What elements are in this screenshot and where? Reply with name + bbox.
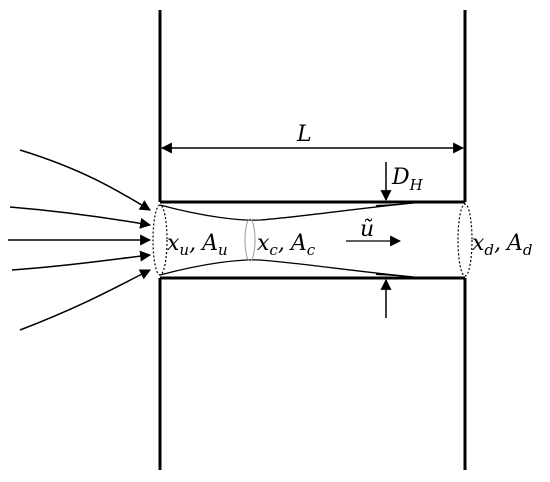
streamline-2 — [9, 206, 152, 229]
hydraulic-diameter-label: DH — [391, 165, 424, 194]
streamline-5 — [19, 269, 151, 331]
jet-upper-boundary — [159, 202, 415, 221]
streamline-4 — [11, 250, 152, 271]
contraction-x-subscript: c — [269, 241, 278, 259]
jet-lower-boundary — [159, 259, 415, 278]
downstream-x: x — [472, 231, 485, 256]
velocity-label: ũ — [360, 217, 374, 242]
downstream-section-ellipse — [457, 203, 473, 277]
downstream-label: xd,Ad — [472, 231, 533, 259]
length-label: L — [296, 122, 312, 147]
downstream-a-subscript: d — [523, 241, 533, 259]
hydraulic-diameter-symbol: D — [391, 165, 410, 190]
upstream-section-ellipse — [152, 204, 168, 276]
contraction-a-subscript: c — [307, 241, 316, 259]
hydraulic-diameter-subscript: H — [409, 176, 424, 194]
upstream-x-subscript: u — [179, 241, 189, 259]
streamline-1 — [19, 149, 151, 211]
jet-upper-tip — [376, 203, 414, 207]
contraction-section-ellipse — [244, 218, 256, 262]
contraction-label: xc,Ac — [257, 231, 316, 259]
jet-lower-tip — [376, 273, 414, 277]
upstream-x: x — [167, 231, 180, 256]
downstream-x-subscript: d — [484, 241, 494, 259]
upstream-a: A — [200, 231, 218, 256]
contraction-x: x — [257, 231, 270, 256]
contraction-separator: , — [278, 231, 285, 256]
contraction-a: A — [289, 231, 307, 256]
downstream-separator: , — [494, 231, 501, 256]
upstream-separator: , — [189, 231, 196, 256]
upstream-label: xu,Au — [167, 231, 228, 259]
downstream-a: A — [505, 231, 523, 256]
upstream-a-subscript: u — [218, 241, 228, 259]
